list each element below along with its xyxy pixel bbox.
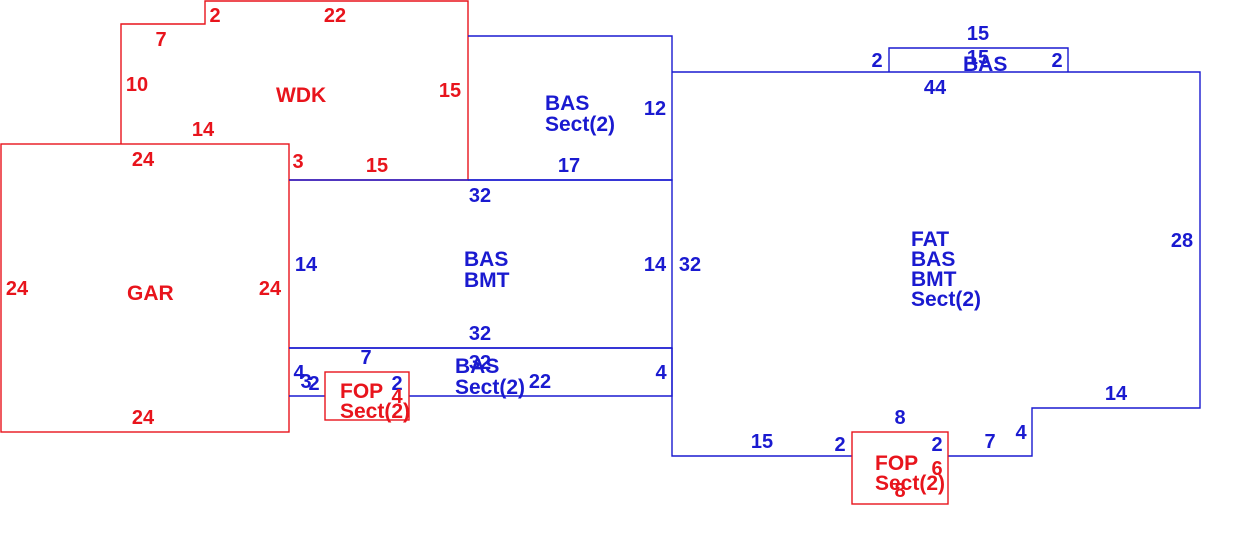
dimension-label: 24 — [132, 149, 155, 171]
dimension-label: 4 — [1015, 422, 1027, 444]
fop-left-outline — [324, 371, 410, 421]
dimension-label: 4 — [293, 362, 305, 384]
dimension-label: 32 — [469, 185, 491, 207]
dimension-label: 22 — [324, 5, 346, 27]
dimension-label: 17 — [558, 155, 580, 177]
gar-outline — [0, 143, 290, 433]
wdk-label: WDK — [276, 84, 326, 107]
dimension-labels: 2 22 7 10 15 14 15 3 24 24 24 24 12 17 3… — [6, 5, 1193, 502]
fop-right-label: FOP Sect(2) — [875, 452, 945, 495]
dimension-label: 14 — [192, 119, 215, 141]
dimension-label: 15 — [751, 431, 773, 453]
area-labels: WDK GAR BAS Sect(2) BAS BMT BAS Sect(2) … — [127, 53, 1007, 495]
dimension-label: 8 — [894, 480, 905, 502]
dimension-label: 2 — [391, 373, 402, 395]
dimension-label: 24 — [6, 278, 29, 300]
bas-top-label: BAS — [963, 53, 1007, 76]
bas-upper-label: BAS Sect(2) — [545, 92, 615, 136]
dimension-label: 44 — [924, 77, 947, 99]
dimension-label: 10 — [126, 74, 148, 96]
gar-label: GAR — [127, 282, 174, 305]
main-outline-lower-left — [671, 348, 852, 457]
dimension-label: 24 — [132, 407, 155, 429]
dimension-label: 7 — [155, 29, 166, 51]
dimension-label: 32 — [469, 352, 491, 374]
main-area-label: FAT BAS BMT Sect(2) — [911, 228, 981, 311]
outlines — [0, 0, 1201, 505]
dimension-label: 15 — [967, 47, 989, 69]
dimension-label: 24 — [259, 278, 282, 300]
dimension-label: 2 — [871, 50, 882, 72]
dimension-label: 3 — [300, 371, 311, 393]
dimension-label: 6 — [931, 458, 942, 480]
fop-right-outline — [851, 431, 949, 505]
dimension-label: 2 — [1051, 50, 1062, 72]
dimension-label: 7 — [984, 431, 995, 453]
dimension-label: 22 — [529, 371, 551, 393]
dimension-label: 4 — [655, 362, 667, 384]
dimension-label: 14 — [1105, 383, 1128, 405]
dimension-label: 2 — [931, 434, 942, 456]
dimension-label: 14 — [295, 254, 318, 276]
bas-lower-label: BAS Sect(2) — [455, 355, 525, 399]
dimension-label: 32 — [679, 254, 701, 276]
dimension-label: 12 — [644, 98, 666, 120]
dimension-label: 4 — [391, 386, 403, 408]
dimension-label: 2 — [834, 434, 845, 456]
dimension-label: 3 — [292, 151, 303, 173]
fop-left-label: FOP Sect(2) — [340, 380, 410, 423]
dimension-label: 2 — [308, 373, 319, 395]
dimension-label: 14 — [644, 254, 667, 276]
dimension-label: 28 — [1171, 230, 1193, 252]
dimension-label: 15 — [967, 23, 989, 45]
bas-bmt-label: BAS BMT — [464, 248, 514, 292]
dimension-label: 15 — [366, 155, 388, 177]
dimension-label: 15 — [439, 80, 461, 102]
main-outline — [672, 71, 1201, 457]
dimension-label: 8 — [894, 407, 905, 429]
dimension-label: 2 — [209, 5, 220, 27]
dimension-label: 32 — [469, 323, 491, 345]
bas-top-outline — [888, 47, 1069, 72]
dimension-label: 7 — [360, 347, 371, 369]
